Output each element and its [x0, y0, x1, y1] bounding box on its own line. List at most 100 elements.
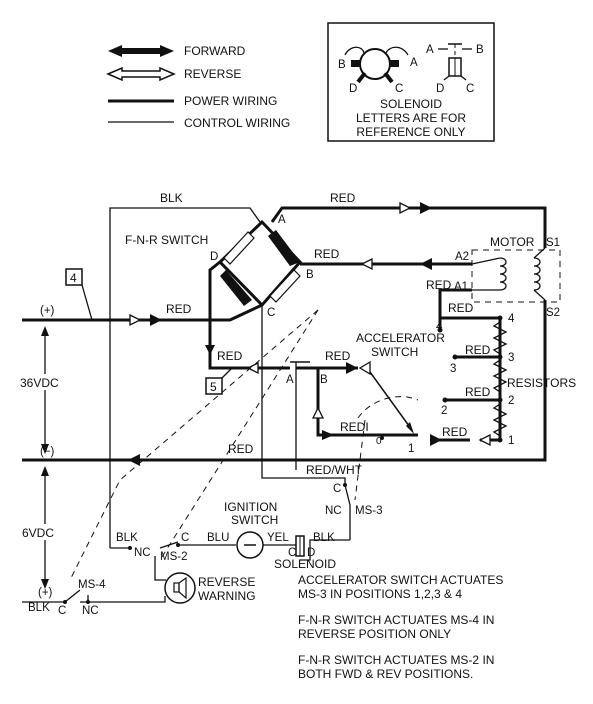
solenoid-reference-box: B A D C A B D C SOLENOID LETTERS ARE FOR…: [327, 22, 495, 142]
ms3-label: MS-3: [355, 505, 382, 517]
reverse-arrow-icon: [246, 361, 259, 375]
solenoid-note-line3: REFERENCE ONLY: [356, 125, 465, 139]
blk-ms2-label: BLK: [116, 532, 138, 544]
sol-c-label: C: [288, 547, 296, 559]
forward-arrow-icon: [346, 362, 358, 374]
forward-arrow-icon: [220, 270, 252, 306]
note-1-line-1: ACCELERATOR SWITCH ACTUATES: [298, 573, 503, 587]
ms3-c-label: C: [333, 483, 341, 495]
reverse-arrow-icon: [399, 201, 412, 215]
note-3-line-2: BOTH FWD & REV POSITIONS.: [298, 667, 473, 681]
fnr-d-label: D: [210, 251, 218, 263]
legend-control-label: CONTROL WIRING: [184, 116, 290, 130]
motor: [471, 247, 561, 303]
ref-c-label: C: [395, 83, 403, 95]
motor-s2-label: S2: [546, 307, 560, 319]
forward-arrow-icon: [108, 45, 174, 57]
motor-a1-label: A1: [454, 281, 468, 293]
ms2-nc-label: NC: [134, 547, 151, 559]
terminal-4-box: [65, 268, 83, 286]
reverse-arrow-icon: [478, 433, 491, 447]
ref-switch-d-label: D: [436, 83, 444, 95]
note-1-line-2: MS-3 IN POSITIONS 1,2,3 & 4: [298, 587, 462, 601]
accel-switch-title-1: ACCELERATOR: [356, 331, 445, 345]
solenoid-switch-icon: [438, 43, 472, 81]
wire-red-r1: RED: [442, 425, 468, 439]
field-coil-icon: [533, 257, 541, 291]
resistor-tap-2: 2: [508, 395, 514, 407]
reverse-arrow-icon: [129, 313, 142, 327]
wire-blk-sol: BLK: [313, 532, 335, 544]
solenoid-label: SOLENOID: [274, 557, 336, 571]
notes: ACCELERATOR SWITCH ACTUATES MS-3 IN POSI…: [298, 573, 503, 681]
wire-red-r2: RED: [465, 385, 491, 399]
accel-zero-label: 0: [376, 436, 382, 447]
reverse-arrow-icon: [358, 360, 371, 376]
wire-blu-label: BLU: [207, 532, 229, 544]
fnr-switch-diamond: [217, 219, 303, 308]
forward-arrow-icon: [322, 430, 334, 440]
ms2-c-label: C: [181, 532, 189, 544]
forward-arrow-icon: [268, 230, 300, 266]
v36-bg: [18, 374, 70, 390]
reverse-arrow-icon: [360, 257, 373, 271]
forward-arrow-icon: [420, 202, 432, 214]
solenoid-note-line2: LETTERS ARE FOR: [356, 111, 466, 125]
solenoid-note-line1: SOLENOID: [380, 97, 442, 111]
ms4-label: MS-4: [78, 579, 106, 591]
wire-red-accel: RED: [325, 349, 351, 363]
accel-contact-4: 4: [436, 321, 443, 333]
ref-d-label: D: [349, 83, 357, 95]
note-3-line-1: F-N-R SWITCH ACTUATES MS-2 IN: [298, 653, 494, 667]
ms4-blk-label: BLK: [28, 602, 50, 614]
terminal-5-box: [205, 377, 223, 395]
forward-arrow-icon: [420, 258, 432, 270]
ref-a-label: A: [410, 57, 418, 69]
resistor-tap-1: 1: [508, 435, 514, 447]
wire-red-r3: RED: [465, 343, 491, 357]
v36-label: 36VDC: [20, 376, 59, 390]
wire-red-r4: RED: [448, 301, 474, 315]
ignition-label-1: IGNITION: [224, 500, 277, 514]
v6-bg: [18, 524, 62, 540]
fnr-a-label: A: [278, 214, 286, 226]
accel-contact-2: 2: [441, 405, 447, 417]
forward-arrow-icon: [205, 345, 215, 355]
control-wiring: [22, 309, 366, 604]
ms4-plus-label: (+): [38, 587, 53, 599]
armature-coil-icon: [499, 257, 507, 291]
reverse-warning-icon: [164, 572, 196, 604]
note-2-line-1: F-N-R SWITCH ACTUATES MS-4 IN: [298, 613, 494, 627]
solenoid-icon: [344, 46, 409, 84]
fnr-c-label: C: [267, 307, 275, 319]
motor-label: MOTOR: [490, 235, 535, 249]
reverse-arrow-icon: [106, 66, 176, 82]
wire-red-wht: RED/WHT: [306, 463, 363, 477]
ms4-nc-label: NC: [82, 605, 99, 617]
reverse-arrow-icon: [269, 269, 301, 303]
ms4-c-label: C: [58, 605, 66, 617]
wire-red-top: RED: [330, 191, 356, 205]
forward-arrow-icon: [128, 454, 140, 466]
ms3-nc-label: NC: [325, 505, 342, 517]
wire-red-a1: RED: [426, 278, 452, 292]
note-2-line-2: REVERSE POSITION ONLY: [298, 627, 451, 641]
wire-red-d: RED: [217, 349, 243, 363]
wire-yel-label: YEL: [267, 532, 289, 544]
plus-terminal-label: (+): [40, 305, 55, 317]
wire-red-b: RED: [314, 247, 340, 261]
reverse-warning-label-2: WARNING: [198, 589, 256, 603]
legend-power-label: POWER WIRING: [184, 94, 277, 108]
accel-b-label: B: [320, 374, 328, 386]
ref-switch-b-label: B: [476, 44, 484, 56]
wire-blk-top: BLK: [160, 191, 183, 205]
motor-a2-label: A2: [455, 251, 469, 263]
accel-contact-3: 3: [450, 363, 456, 375]
resistors-label: RESISTORS: [507, 376, 576, 390]
ref-b-label: B: [338, 59, 346, 71]
wire-red-minus: RED: [228, 442, 254, 456]
ref-switch-c-label: C: [466, 83, 474, 95]
accel-one-label: 1: [408, 443, 414, 455]
resistor-tap-4: 4: [508, 313, 515, 325]
resistor-tap-3: 3: [508, 352, 514, 364]
